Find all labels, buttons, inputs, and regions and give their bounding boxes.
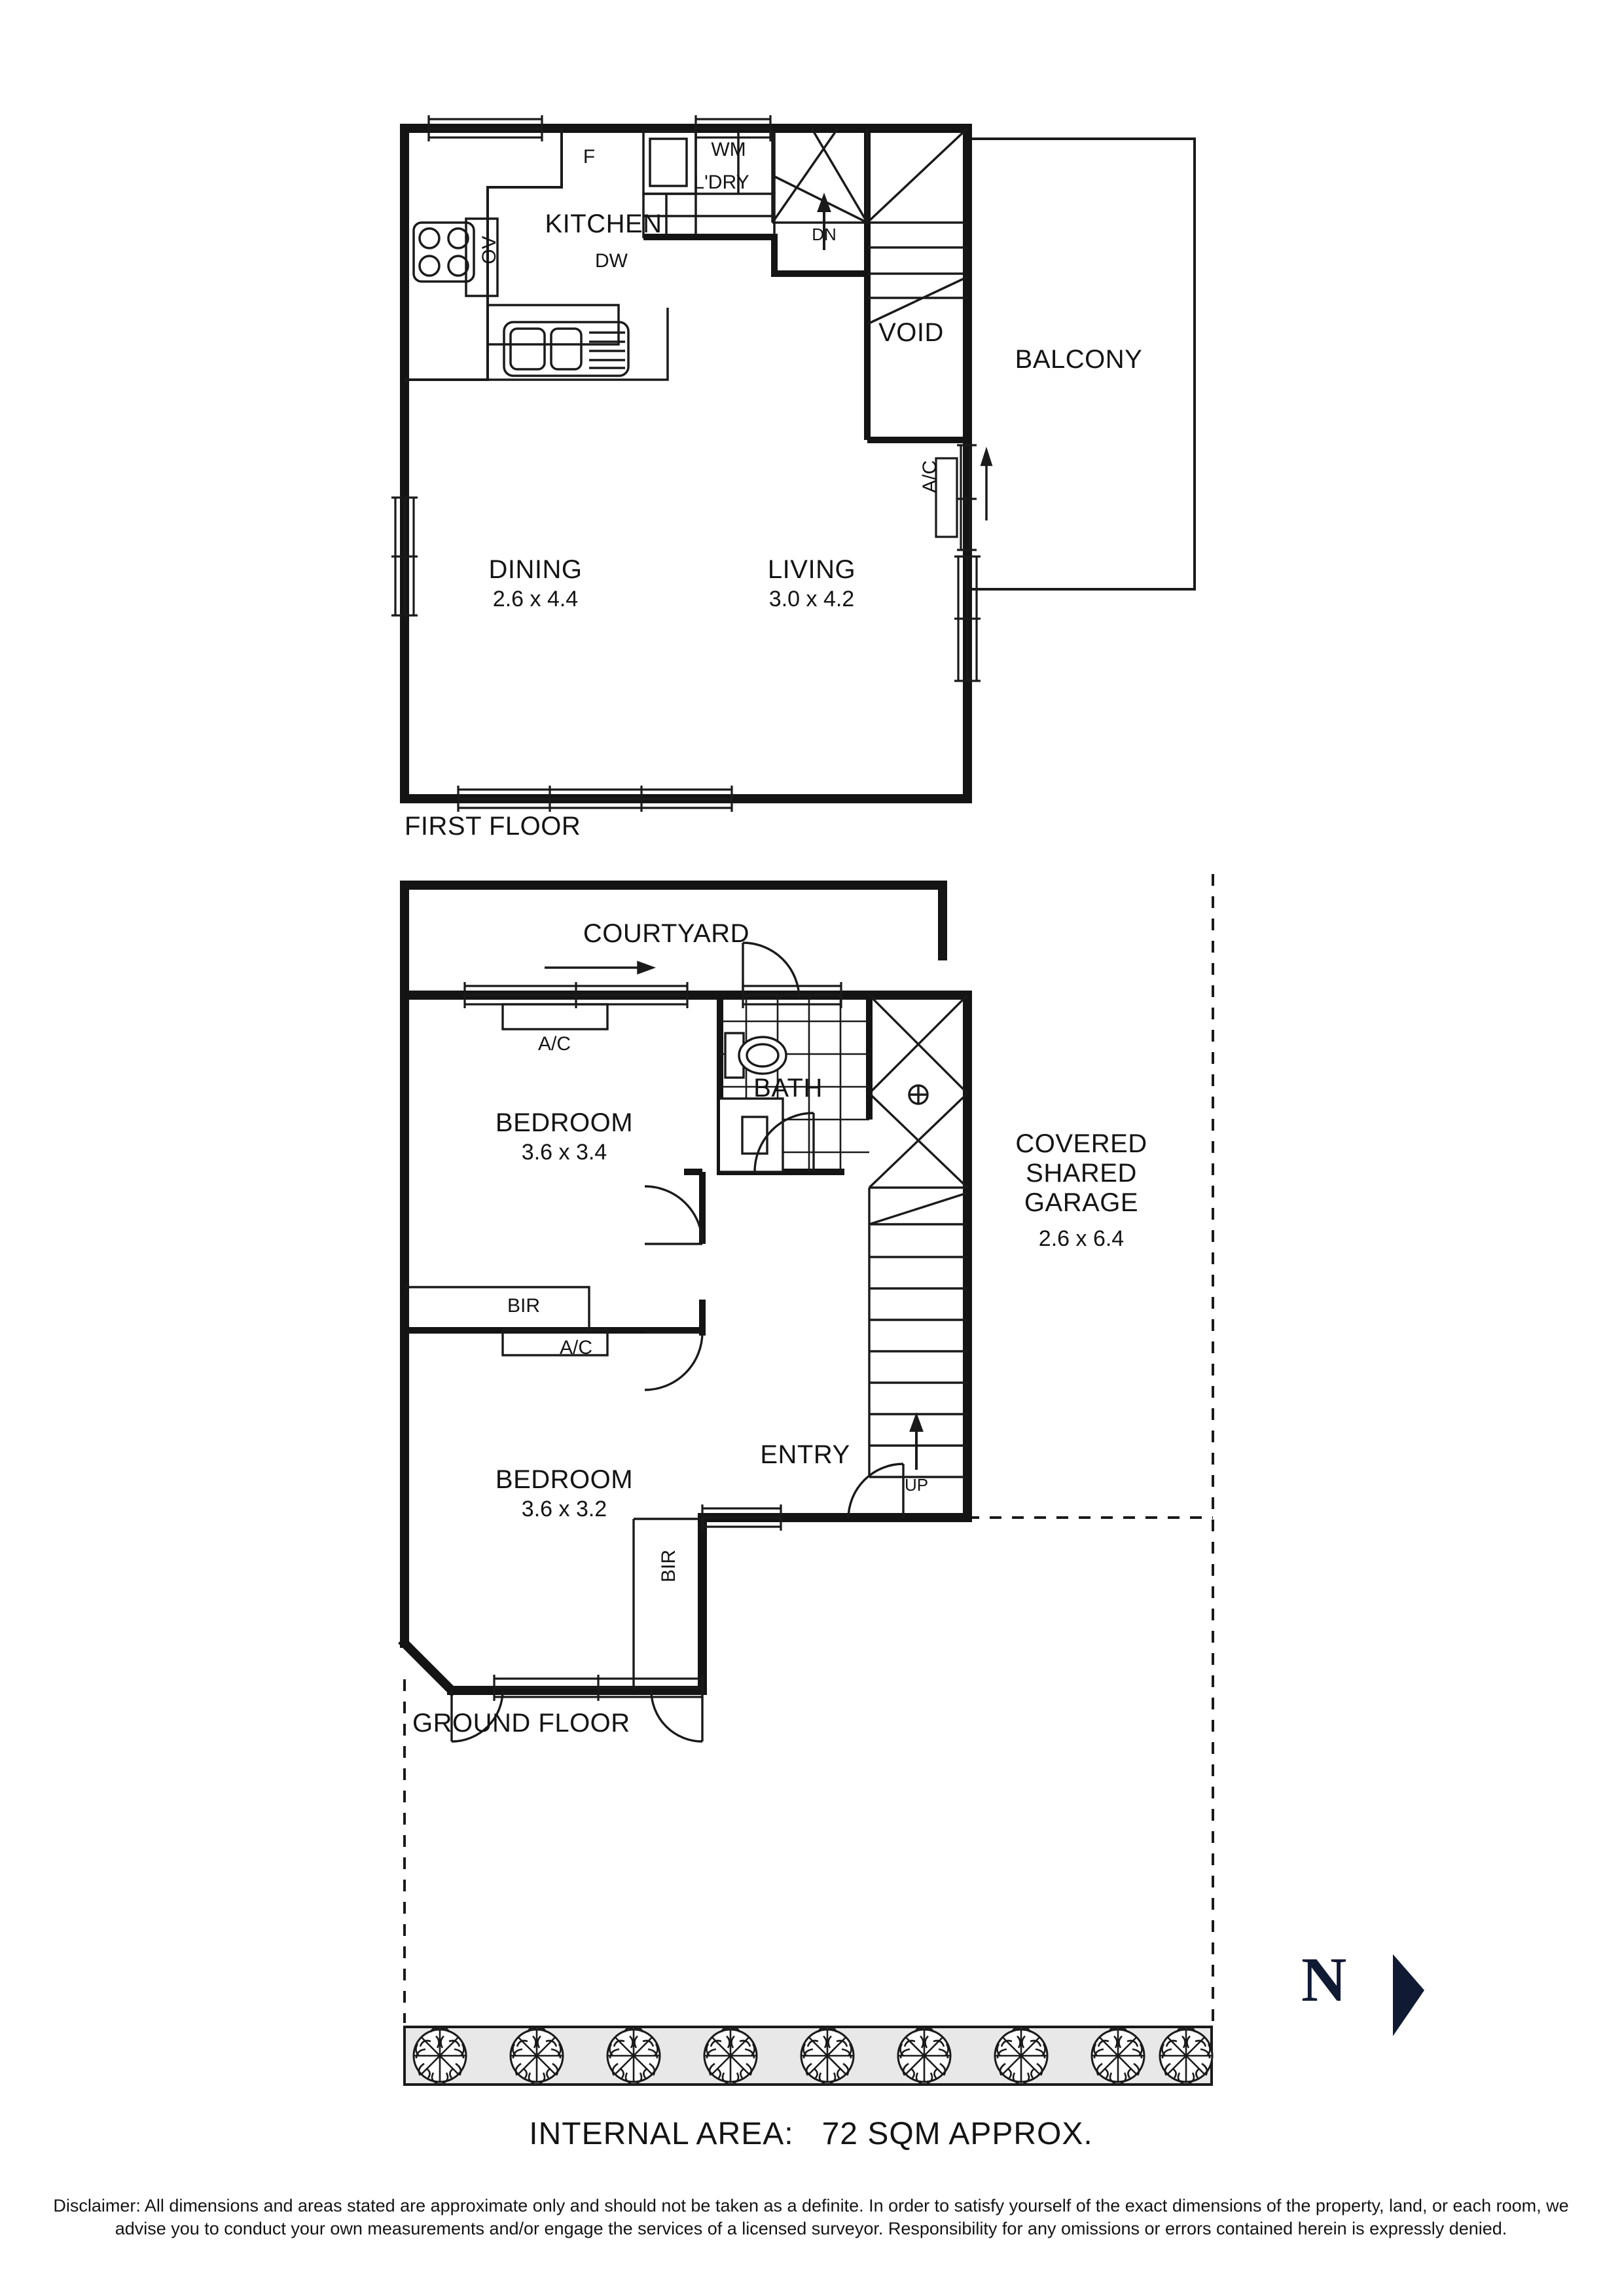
bir-vertical <box>632 1518 702 1690</box>
hall-walls <box>405 1169 706 1336</box>
garage-hatch <box>868 994 969 1189</box>
first-floor-windows <box>391 115 981 812</box>
up-arrow <box>909 1412 924 1470</box>
dn-label: DN <box>812 225 837 244</box>
ground-ac-label-lower: A/C <box>559 1337 593 1358</box>
north-label: N <box>1301 1944 1347 2014</box>
first-floor-ac-door <box>935 444 977 551</box>
dishwasher-label: DW <box>595 250 628 272</box>
fridge-label: F <box>583 146 596 168</box>
toilet-fixture <box>724 1032 787 1079</box>
bath-door-swing <box>753 1112 815 1173</box>
oven-label: OV <box>478 236 501 264</box>
room-label-entry: ENTRY <box>760 1440 850 1469</box>
site-boundary-dashed <box>403 874 1214 2023</box>
first-floor-drawing <box>391 115 1196 812</box>
room-label-kitchen: KITCHEN <box>545 210 662 238</box>
room-label-bath: BATH <box>753 1074 823 1102</box>
washing-machine-label: WM <box>711 139 746 160</box>
room-dim-bedroom-1: 3.6 x 3.4 <box>521 1140 607 1165</box>
up-label: UP <box>904 1475 929 1495</box>
bir-label-vertical: BIR <box>658 1549 680 1583</box>
laundry-label: L'DRY <box>693 172 749 193</box>
room-label-dining: DINING <box>488 555 583 584</box>
laundry-wall <box>643 234 867 277</box>
ground-floor-title: GROUND FLOOR <box>412 1709 630 1738</box>
ground-ac-units <box>501 1003 609 1357</box>
balcony-outline <box>967 137 1196 591</box>
internal-area-text: INTERNAL AREA: 72 SQM APPROX. <box>529 2117 1093 2151</box>
dn-arrow <box>817 192 831 250</box>
room-label-courtyard: COURTYARD <box>583 919 750 948</box>
room-label-bedroom-1: BEDROOM <box>495 1108 634 1137</box>
north-arrow-icon <box>1393 1954 1424 2036</box>
ground-stair <box>868 1186 968 1478</box>
bir-label-upper: BIR <box>507 1295 541 1317</box>
ground-door-swings <box>450 941 905 1743</box>
room-label-balcony: BALCONY <box>1015 345 1143 374</box>
courtyard-ac-arrow <box>545 960 657 975</box>
ground-floor-drawing <box>398 874 1214 2023</box>
bir-upper <box>405 1286 590 1330</box>
hedge-strip <box>403 2026 1214 2086</box>
disclaimer-text: Disclaimer: All dimensions and areas sta… <box>53 2196 1569 2239</box>
room-label-bedroom-2: BEDROOM <box>495 1465 634 1494</box>
first-floor-title: FIRST FLOOR <box>405 812 581 841</box>
bath-tile-grid <box>720 995 869 1172</box>
stair-lines <box>771 127 969 325</box>
kitchen-recess-wall <box>405 128 563 381</box>
room-dim-living: 3.0 x 4.2 <box>768 587 855 611</box>
ground-ac-label-upper: A/C <box>537 1033 571 1055</box>
room-dim-garage: 2.6 x 6.4 <box>1038 1226 1125 1251</box>
vanity-fixture <box>720 1097 784 1173</box>
cooktop <box>412 221 475 283</box>
kitchen-island <box>486 304 669 381</box>
room-label-living: LIVING <box>767 555 856 584</box>
room-dim-bedroom-2: 3.6 x 3.2 <box>521 1497 607 1522</box>
first-floor-ac-arrow <box>980 446 993 520</box>
oven <box>465 217 499 297</box>
room-label-void: VOID <box>878 318 944 347</box>
room-label-garage: COVERED SHARED GARAGE <box>1015 1129 1147 1217</box>
first-floor-ac-label: A/C <box>919 460 941 494</box>
room-dim-dining: 2.6 x 4.4 <box>492 587 579 611</box>
